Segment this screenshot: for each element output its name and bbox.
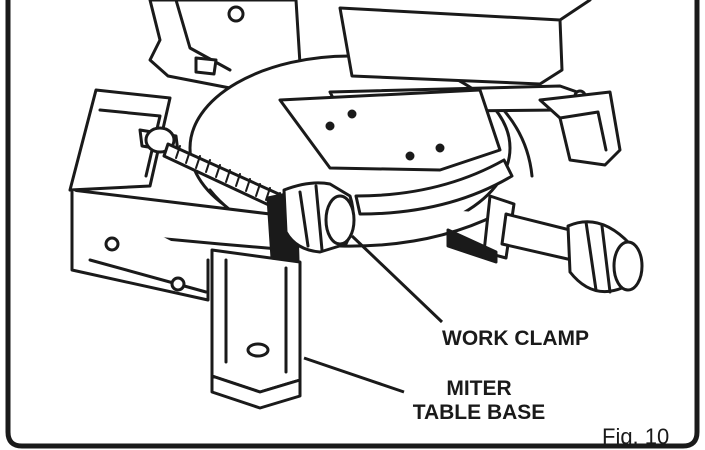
figure-border xyxy=(5,0,700,449)
label-miter-table-base: MITER TABLE BASE xyxy=(404,377,554,425)
miter-scale xyxy=(354,158,514,216)
saw-housing xyxy=(148,0,302,90)
label-miter-line1: MITER xyxy=(446,377,512,400)
miter-lock-handle xyxy=(446,194,644,294)
label-miter-line2: TABLE BASE xyxy=(412,401,546,424)
label-work-clamp: WORK CLAMP xyxy=(442,327,589,350)
leader-line-work-clamp xyxy=(350,234,444,324)
work-clamp xyxy=(138,126,356,262)
miter-table-base xyxy=(68,88,302,410)
figure-caption: Fig. 10 xyxy=(602,424,670,449)
right-base-leg xyxy=(538,90,622,167)
leader-line-miter-base xyxy=(303,356,405,394)
table-plate xyxy=(278,88,502,172)
